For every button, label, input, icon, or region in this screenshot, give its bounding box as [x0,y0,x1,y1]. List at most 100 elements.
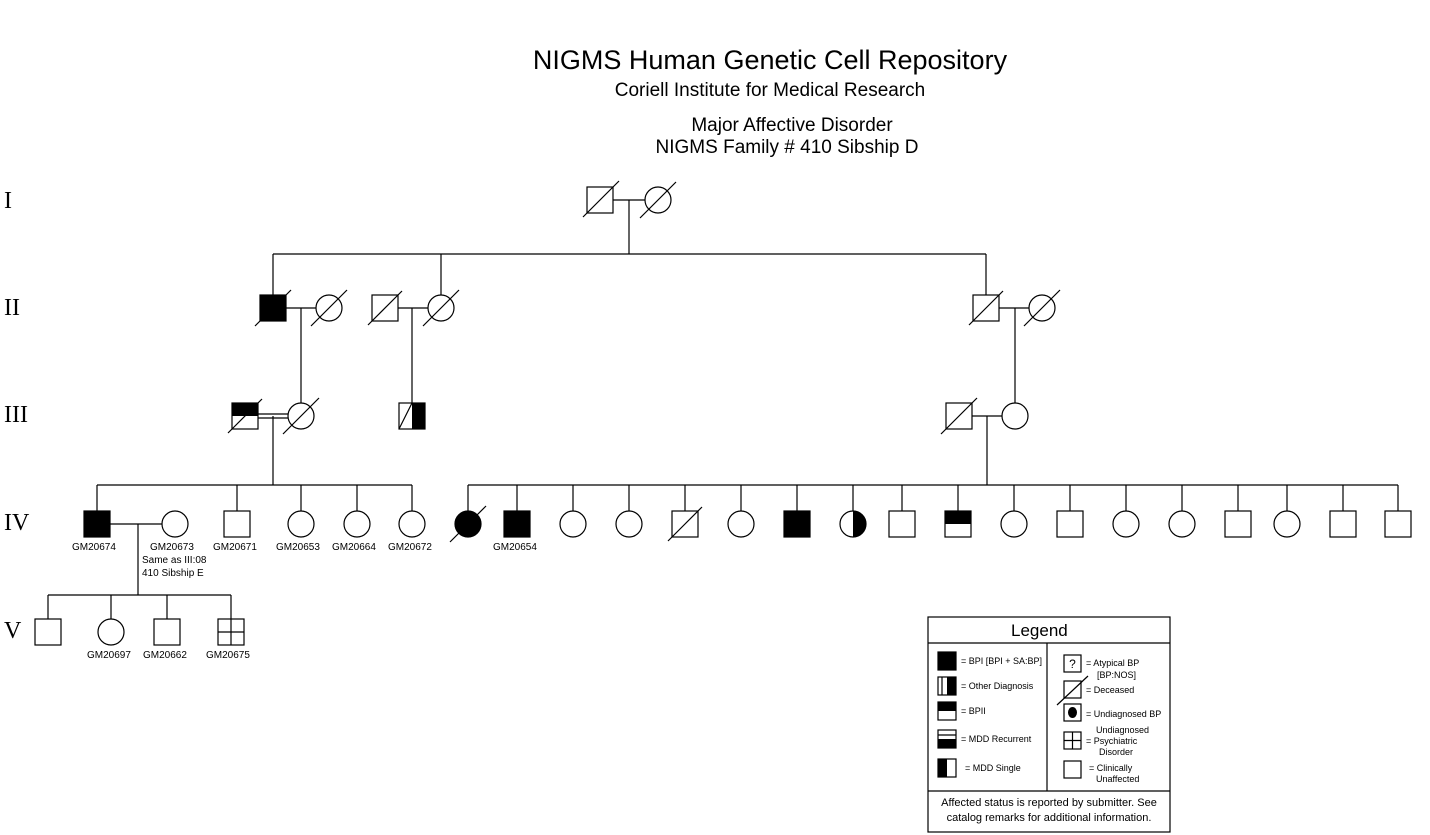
spouse-note-2: 410 Sibship E [142,568,204,579]
legend-other-diagnosis-label: = Other Diagnosis [961,681,1034,691]
legend-bpii-fill [938,702,956,711]
legend-undiagnosed-bp-label: = Undiagnosed BP [1086,709,1162,719]
id-label-v3: GM20662 [143,650,187,661]
deceased-slash [422,289,460,327]
iv9-female [559,510,587,538]
diagnosis-slash [398,402,413,430]
legend-mdd-single-label: = MDD Single [965,763,1021,773]
iv3-male [223,510,251,538]
legend-other-fill [947,677,956,695]
deceased-slash [667,506,703,542]
iv16-male-bpii [944,510,972,538]
iv24-male [1384,510,1412,538]
id-label-iv3: GM20671 [213,542,257,553]
id-label-v4: GM20675 [206,650,250,661]
generation-label-iii: III [4,402,28,428]
legend-atypical-question: ? [1069,657,1076,671]
legend-title: Legend [1011,621,1068,640]
id-label-iv6: GM20672 [388,542,432,553]
iv16-bpii-fill [945,511,971,524]
iv12-female [727,510,755,538]
generation-label-v: V [4,618,22,644]
iv5-female [343,510,371,538]
legend-atypical-label: = Atypical BP [1086,658,1140,668]
deceased-slash [1023,289,1061,327]
deceased-slash [639,181,677,219]
family-label: NIGMS Family # 410 Sibship D [655,137,919,158]
legend-undiagnosed-psych-label-3: Disorder [1099,747,1134,757]
legend-atypical-symbol [1063,654,1082,673]
iii1-bpii-fill [232,403,258,416]
deceased-slash [310,289,348,327]
legend-bpii-label: = BPII [961,706,986,716]
deceased-slash [582,180,620,218]
legend-deceased-slash [1056,675,1089,706]
iv10-female [615,510,643,538]
deceased-slash [282,397,320,435]
iv21-male [1224,510,1252,538]
deceased-slash [968,290,1004,326]
iii3-mdd-single-fill [412,403,425,429]
iv4-female [287,510,315,538]
iii1-male-bpii-deceased [231,402,259,430]
generation-label-iv: IV [4,510,30,536]
iv14-mdd-single-fill [853,511,866,537]
iv6-female [398,510,426,538]
iv23-male [1329,510,1357,538]
legend-deceased-label: = Deceased [1086,685,1135,695]
generation-label-i: I [4,188,12,214]
legend-undiagnosed-psych-label-1: Undiagnosed [1096,725,1150,735]
deceased-slash [227,398,263,434]
id-label-v2: GM20697 [87,650,131,661]
legend-other-diagnosis-symbol [937,676,957,696]
iv8-male-bpi [503,510,531,538]
legend-box [927,616,1171,833]
generation-label-ii: II [4,295,20,321]
id-label-iv5: GM20664 [332,542,376,553]
id-label-iv1: GM20674 [72,542,116,553]
legend-undiagnosed-bp-dot [1068,707,1077,718]
legend-atypical-sub: [BP:NOS] [1097,670,1137,680]
legend-mdd-recurrent-symbol [937,729,957,749]
legend-bpii-symbol [937,701,957,721]
id-label-iv8: GM20654 [493,542,537,553]
iv18-male [1056,510,1084,538]
legend-bpi-symbol [937,651,957,671]
legend-unaffected-label-1: = Clinically [1089,763,1133,773]
iv17-female [1000,510,1028,538]
id-label-iv-spouse: GM20673 [150,542,194,553]
iv13-male-bpi [783,510,811,538]
legend-mdd-recurrent-label: = MDD Recurrent [961,734,1032,744]
iv20-female [1168,510,1196,538]
legend-unaffected-label-2: Unaffected [1096,774,1140,784]
iv19-female [1112,510,1140,538]
spouse-note-1: Same as III:08 [142,555,207,566]
id-label-iv4: GM20653 [276,542,320,553]
legend-footnote-1: Affected status is reported by submitter… [941,797,1157,809]
legend-mdd-single-symbol [937,758,957,778]
v3-male [153,618,181,646]
page-title: NIGMS Human Genetic Cell Repository [532,45,1008,75]
legend-undiagnosed-psych-label-2: = Psychiatric [1086,736,1138,746]
iv1-male-bpi [83,510,111,538]
deceased-slash [449,505,487,543]
legend-mdd-recurrent-fill [938,739,956,748]
legend-bpi-label: = BPI [BPI + SA:BP] [961,656,1043,666]
v1-male [34,618,62,646]
deceased-slash [940,397,978,435]
iii5-female [1001,402,1029,430]
iv22-female [1273,510,1301,538]
iv14-female-mdd-single [839,510,867,538]
iv2-female [161,510,189,538]
legend-mdd-single-fill [938,759,947,777]
legend-unaffected-symbol [1063,760,1082,779]
institute-name: Coriell Institute for Medical Research [614,80,926,101]
deceased-slash [367,290,403,326]
legend-footnote-2: catalog remarks for additional informati… [946,812,1152,824]
deceased-slash [254,289,292,327]
v2-female [97,618,125,646]
disorder-name: Major Affective Disorder [691,115,893,136]
iv15-male [888,510,916,538]
